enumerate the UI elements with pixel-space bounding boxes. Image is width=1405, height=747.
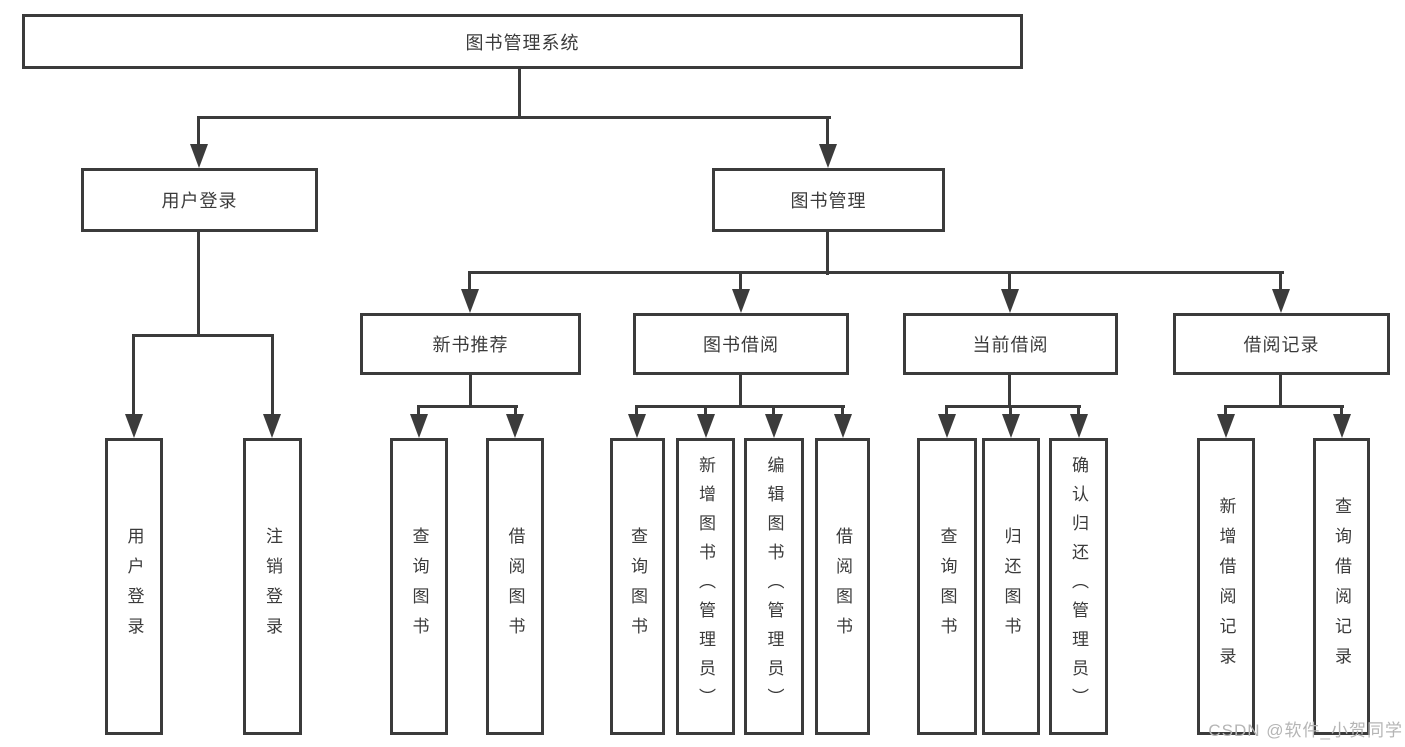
arrow-down-icon (506, 414, 524, 438)
arrow-down-icon (1001, 289, 1019, 313)
arrow-down-icon (1272, 289, 1290, 313)
node-library-management-system: 图书管理系统 (22, 14, 1023, 69)
leaf-label: 查询图书 (937, 526, 957, 647)
node-book-management: 图书管理 (712, 168, 945, 232)
connector-vline (841, 405, 844, 419)
arrow-down-icon (938, 414, 956, 438)
arrow-down-icon (1333, 414, 1351, 438)
leaf-query-books-recommend: 查询图书 (390, 438, 448, 735)
leaf-return-books: 归还图书 (982, 438, 1040, 735)
connector-hline (635, 405, 845, 408)
arrow-down-icon (190, 144, 208, 168)
connector-vline (704, 405, 707, 419)
connector-hline (945, 405, 1081, 408)
arrow-down-icon (1217, 414, 1235, 438)
arrow-down-icon (1002, 414, 1020, 438)
arrow-down-icon (819, 144, 837, 168)
watermark: CSDN @软件_小贺同学 (1208, 721, 1403, 740)
leaf-label: 借阅图书 (833, 526, 852, 647)
connector-hline (1224, 405, 1344, 408)
arrow-down-icon (834, 414, 852, 438)
connector-vline (1008, 271, 1011, 293)
connector-vline (197, 116, 200, 148)
connector-vline (518, 69, 521, 118)
leaf-add-borrow-record: 新增借阅记录 (1197, 438, 1255, 735)
node-borrowing-records: 借阅记录 (1173, 313, 1390, 375)
arrow-down-icon (765, 414, 783, 438)
arrow-down-icon (732, 289, 750, 313)
connector-vline (826, 232, 829, 275)
leaf-label: 新增图书（管理员） (696, 456, 715, 717)
leaf-edit-book-admin: 编辑图书（管理员） (744, 438, 804, 735)
connector-vline (417, 405, 420, 419)
connector-vline (197, 232, 200, 337)
connector-vline (132, 334, 135, 418)
leaf-user-login: 用户登录 (105, 438, 163, 735)
connector-vline (468, 271, 471, 293)
leaf-query-books-borrowing: 查询图书 (610, 438, 665, 735)
leaf-label: 编辑图书（管理员） (764, 456, 784, 717)
connector-vline (271, 334, 274, 418)
connector-hline (197, 116, 831, 119)
leaf-borrow-books-borrowing: 借阅图书 (815, 438, 870, 735)
connector-vline (1224, 405, 1227, 419)
connector-vline (1279, 271, 1282, 293)
connector-vline (739, 375, 742, 408)
leaf-label: 借阅图书 (505, 526, 525, 647)
leaf-label: 查询图书 (628, 526, 647, 647)
leaf-logout: 注销登录 (243, 438, 302, 735)
connector-vline (469, 375, 472, 408)
arrow-down-icon (461, 289, 479, 313)
node-current-borrowing: 当前借阅 (903, 313, 1118, 375)
connector-vline (1279, 375, 1282, 408)
connector-vline (635, 405, 638, 419)
connector-vline (772, 405, 775, 419)
leaf-label: 查询借阅记录 (1332, 496, 1351, 677)
leaf-query-borrow-record: 查询借阅记录 (1313, 438, 1370, 735)
leaf-borrow-books-recommend: 借阅图书 (486, 438, 544, 735)
connector-hline (417, 405, 518, 408)
connector-vline (826, 116, 829, 148)
node-book-borrowing: 图书借阅 (633, 313, 849, 375)
arrow-down-icon (125, 414, 143, 438)
leaf-label: 归还图书 (1001, 526, 1021, 647)
node-user-login: 用户登录 (81, 168, 318, 232)
arrow-down-icon (263, 414, 281, 438)
leaf-label: 注销登录 (263, 526, 282, 647)
arrow-down-icon (628, 414, 646, 438)
node-new-book-recommend: 新书推荐 (360, 313, 581, 375)
leaf-add-book-admin: 新增图书（管理员） (676, 438, 735, 735)
leaf-query-books-current: 查询图书 (917, 438, 977, 735)
leaf-label: 新增借阅记录 (1216, 496, 1236, 677)
arrow-down-icon (410, 414, 428, 438)
leaf-label: 用户登录 (124, 526, 144, 647)
connector-vline (739, 271, 742, 293)
connector-vline (1077, 405, 1080, 419)
connector-vline (1008, 375, 1011, 408)
arrow-down-icon (697, 414, 715, 438)
arrow-down-icon (1070, 414, 1088, 438)
connector-vline (514, 405, 517, 419)
connector-vline (1009, 405, 1012, 419)
leaf-confirm-return-admin: 确认归还（管理员） (1049, 438, 1108, 735)
leaf-label: 查询图书 (409, 526, 429, 647)
connector-hline (468, 271, 1284, 274)
connector-vline (945, 405, 948, 419)
connector-vline (1340, 405, 1343, 419)
connector-hline (132, 334, 274, 337)
leaf-label: 确认归还（管理员） (1069, 456, 1088, 717)
